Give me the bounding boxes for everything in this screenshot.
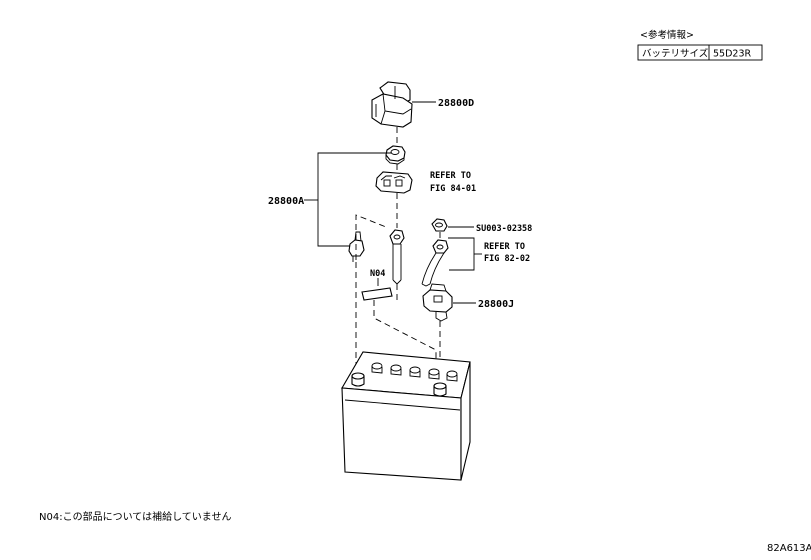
negative-cable [421,239,449,287]
diagram-code: 82A613A [767,543,811,554]
part-label-28800d[interactable]: 28800D [438,98,474,109]
bracket-fig-82 [448,237,475,271]
battery-size-label: バッテリサイズ [642,48,709,60]
part-label-28800a[interactable]: 28800A [268,196,304,207]
part-label-n04[interactable]: N04 [370,269,385,279]
battery-size-table [637,44,763,61]
clamp-nut [385,145,406,165]
battery [341,351,471,481]
pad-outline [373,300,437,370]
part-label-su003-02358[interactable]: SU003-02358 [476,224,532,234]
reference-info: <参考情報> バッテリサイズ 55D23R [637,29,763,61]
hold-down-rod [355,214,387,260]
terminal-cover-part[interactable] [371,81,413,128]
battery-size-value: 55D23R [713,49,751,60]
hold-down-hook [348,231,365,262]
terminal-clamp-part [422,283,453,322]
bracket-28800a [317,152,392,247]
part-label-28800j[interactable]: 28800J [478,299,514,310]
clamp-plate [375,171,413,194]
refer-fig-84-line2: FIG 84-01 [430,184,476,194]
refer-fig-82-line1: REFER TO [484,242,525,252]
reference-info-heading: <参考情報> [640,29,694,41]
refer-fig-82-line2: FIG 82-02 [484,254,530,264]
n04-pad [361,287,393,301]
terminal-bolt [431,218,448,232]
refer-fig-84-line1: REFER TO [430,171,471,181]
positive-cable [389,229,405,285]
footnote: N04:この部品については補給していません [39,510,231,523]
